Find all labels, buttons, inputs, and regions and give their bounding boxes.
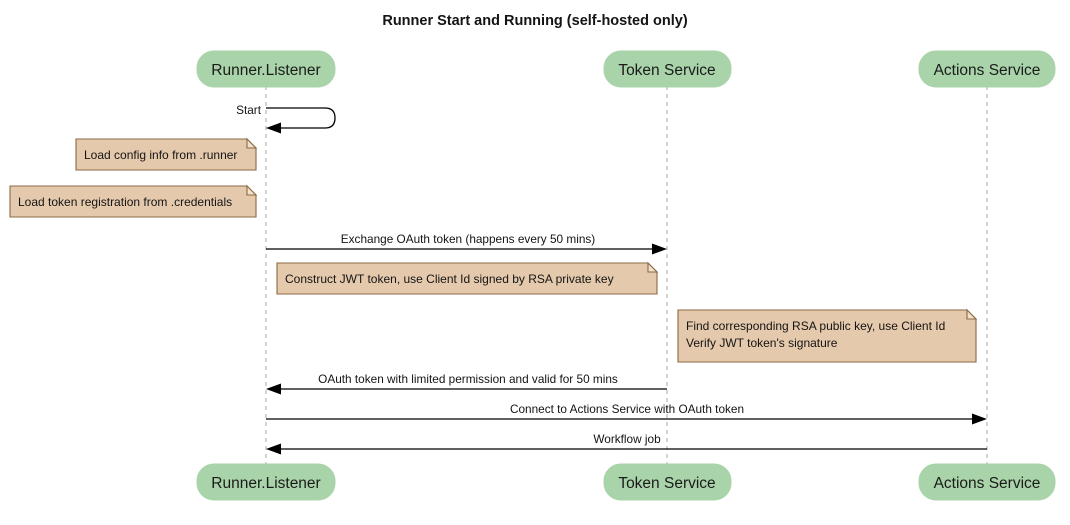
message-label: OAuth token with limited permission and … — [318, 372, 618, 386]
participant-box — [918, 463, 1056, 501]
note-load-config: Load config info from .runner — [75, 137, 258, 171]
note-fold-corner-icon — [246, 137, 258, 149]
participant-box — [603, 463, 732, 501]
note-verify-jwt: Find corresponding RSA public key, use C… — [677, 308, 978, 363]
note-line: Construct JWT token, use Client Id signe… — [285, 272, 614, 286]
note-fold-corner-icon — [966, 308, 978, 320]
note-construct-jwt: Construct JWT token, use Client Id signe… — [276, 261, 659, 295]
participant-token-bottom[interactable]: Token Service — [603, 463, 732, 501]
participant-actions-top[interactable]: Actions Service — [918, 50, 1056, 88]
message-workflow-job[interactable]: Workflow job — [266, 432, 987, 455]
arrowhead-left-icon — [266, 383, 281, 395]
note-line: Load config info from .runner — [84, 148, 237, 162]
message-oauth-token-response[interactable]: OAuth token with limited permission and … — [266, 372, 667, 395]
message-start[interactable]: Start — [236, 103, 336, 134]
note-body — [276, 262, 658, 295]
arrowhead-left-icon — [266, 122, 281, 134]
arrowhead-left-icon — [266, 443, 281, 455]
participant-label: Token Service — [618, 62, 715, 79]
participant-box — [603, 50, 732, 88]
participant-box — [196, 50, 336, 88]
participant-label: Actions Service — [934, 62, 1041, 79]
message-connect-actions-service[interactable]: Connect to Actions Service with OAuth to… — [266, 402, 987, 425]
participant-label: Runner.Listener — [211, 62, 320, 79]
note-line: Verify JWT token's signature — [686, 336, 838, 350]
note-fold-corner-icon — [647, 261, 659, 273]
message-label: Connect to Actions Service with OAuth to… — [510, 402, 744, 416]
note-line: Find corresponding RSA public key, use C… — [686, 319, 945, 333]
note-body — [677, 309, 977, 363]
diagram-title: Runner Start and Running (self-hosted on… — [382, 13, 687, 29]
note-line: Load token registration from .credential… — [18, 195, 232, 209]
note-body — [75, 138, 257, 171]
message-label: Workflow job — [593, 432, 661, 446]
participant-token-top[interactable]: Token Service — [603, 50, 732, 88]
participant-runner-bottom[interactable]: Runner.Listener — [196, 463, 336, 501]
message-label: Exchange OAuth token (happens every 50 m… — [341, 232, 596, 246]
participant-label: Token Service — [618, 475, 715, 492]
arrowhead-right-icon — [652, 243, 667, 255]
message-line — [266, 107, 336, 129]
lifelines — [265, 86, 988, 464]
message-exchange-oauth-token[interactable]: Exchange OAuth token (happens every 50 m… — [266, 232, 667, 255]
note-load-token-registration: Load token registration from .credential… — [9, 184, 258, 218]
participant-actions-bottom[interactable]: Actions Service — [918, 463, 1056, 501]
arrowhead-right-icon — [972, 413, 987, 425]
participant-label: Runner.Listener — [211, 475, 320, 492]
participant-box — [196, 463, 336, 501]
note-fold-corner-icon — [246, 184, 258, 196]
message-label: Start — [236, 103, 262, 117]
participants-top: Runner.Listener Token Service Actions Se… — [196, 50, 1056, 88]
participant-box — [918, 50, 1056, 88]
note-body — [9, 185, 257, 218]
participants-bottom: Runner.Listener Token Service Actions Se… — [196, 463, 1056, 501]
participant-label: Actions Service — [934, 475, 1041, 492]
participant-runner-top[interactable]: Runner.Listener — [196, 50, 336, 88]
